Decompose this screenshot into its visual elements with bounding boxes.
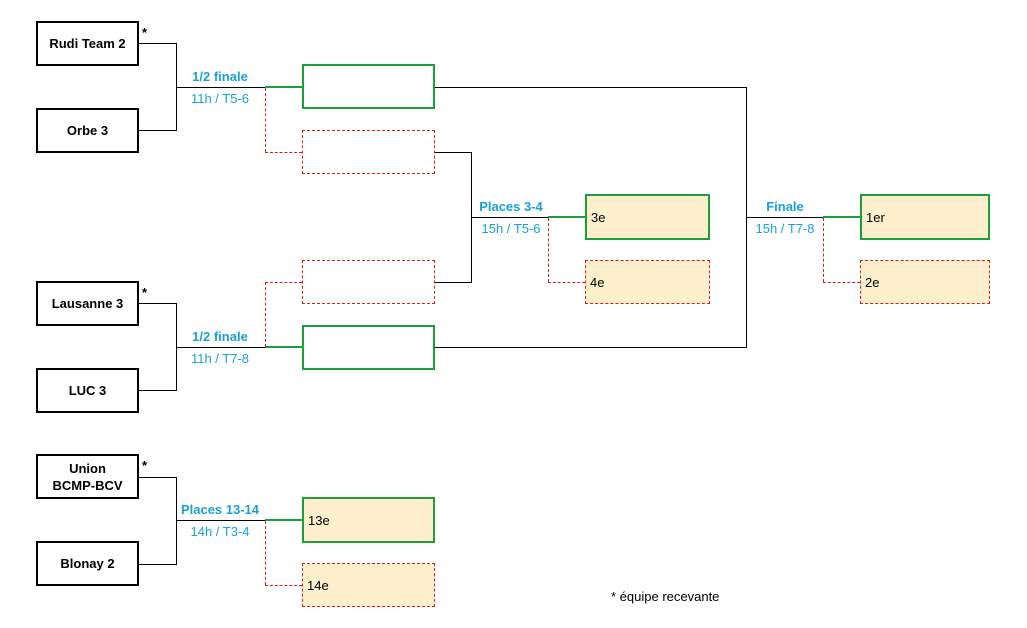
team-luc-3: LUC 3 <box>36 368 139 413</box>
winner-connector <box>548 216 585 218</box>
team-blonay-2: Blonay 2 <box>36 541 139 586</box>
bracket-connector <box>435 347 747 348</box>
match-title-finale: Finale <box>766 199 804 214</box>
bracket-connector <box>139 303 176 304</box>
home-team-marker: * <box>142 285 148 300</box>
sf1-winner-slot <box>302 64 435 109</box>
match-info-finale: 15h / T7-8 <box>755 221 815 236</box>
bracket-connector <box>176 347 265 348</box>
loser-connector <box>548 218 549 282</box>
match-info-sf2: 11h / T7-8 <box>190 351 250 366</box>
sf2-winner-slot <box>302 325 435 370</box>
home-team-marker: * <box>142 25 148 40</box>
loser-connector <box>265 585 302 586</box>
bracket-connector <box>176 477 177 565</box>
slot-14th-place: 14e <box>302 563 435 607</box>
slot-3rd-place: 3e <box>585 194 710 240</box>
footnote: * équipe recevante <box>611 589 720 604</box>
winner-connector <box>265 86 302 88</box>
bracket-connector <box>435 152 472 153</box>
match-title-places-3-4: Places 3-4 <box>479 199 543 214</box>
slot-2nd-place: 2e <box>860 260 990 304</box>
bracket-connector <box>139 130 176 131</box>
bracket-connector <box>139 43 176 44</box>
team-union-bcmp-bcv: Union BCMP-BCV <box>36 454 139 499</box>
loser-connector <box>265 152 302 153</box>
loser-connector <box>823 282 860 283</box>
bracket-connector <box>746 217 823 218</box>
home-team-marker: * <box>142 458 148 473</box>
loser-connector <box>548 282 585 283</box>
loser-connector <box>823 218 824 282</box>
loser-connector <box>265 88 266 152</box>
loser-connector <box>265 521 266 585</box>
match-info-places-3-4: 15h / T5-6 <box>481 221 541 236</box>
sf2-loser-slot <box>302 260 435 304</box>
bracket-connector <box>139 564 176 565</box>
bracket-connector <box>139 477 176 478</box>
winner-connector <box>823 216 860 218</box>
match-title-sf2: 1/2 finale <box>192 329 248 344</box>
team-rudi-team-2: Rudi Team 2 <box>36 21 139 66</box>
team-orbe-3: Orbe 3 <box>36 108 139 153</box>
bracket-connector <box>435 87 747 88</box>
match-title-sf1: 1/2 finale <box>192 69 248 84</box>
team-lausanne-3: Lausanne 3 <box>36 281 139 326</box>
match-info-sf1: 11h / T5-6 <box>190 91 250 106</box>
winner-connector <box>265 346 302 348</box>
bracket-connector <box>139 390 176 391</box>
bracket-connector <box>176 87 265 88</box>
slot-4th-place: 4e <box>585 260 710 304</box>
loser-connector <box>265 282 266 347</box>
bracket-connector <box>176 520 265 521</box>
bracket-connector <box>435 282 472 283</box>
loser-connector <box>265 282 302 283</box>
slot-1st-place: 1er <box>860 194 990 240</box>
match-title-places-13-14: Places 13-14 <box>180 502 260 517</box>
sf1-loser-slot <box>302 130 435 174</box>
slot-13th-place: 13e <box>302 497 435 543</box>
bracket-connector <box>471 217 548 218</box>
match-info-places-13-14: 14h / T3-4 <box>190 524 250 539</box>
winner-connector <box>265 519 302 521</box>
